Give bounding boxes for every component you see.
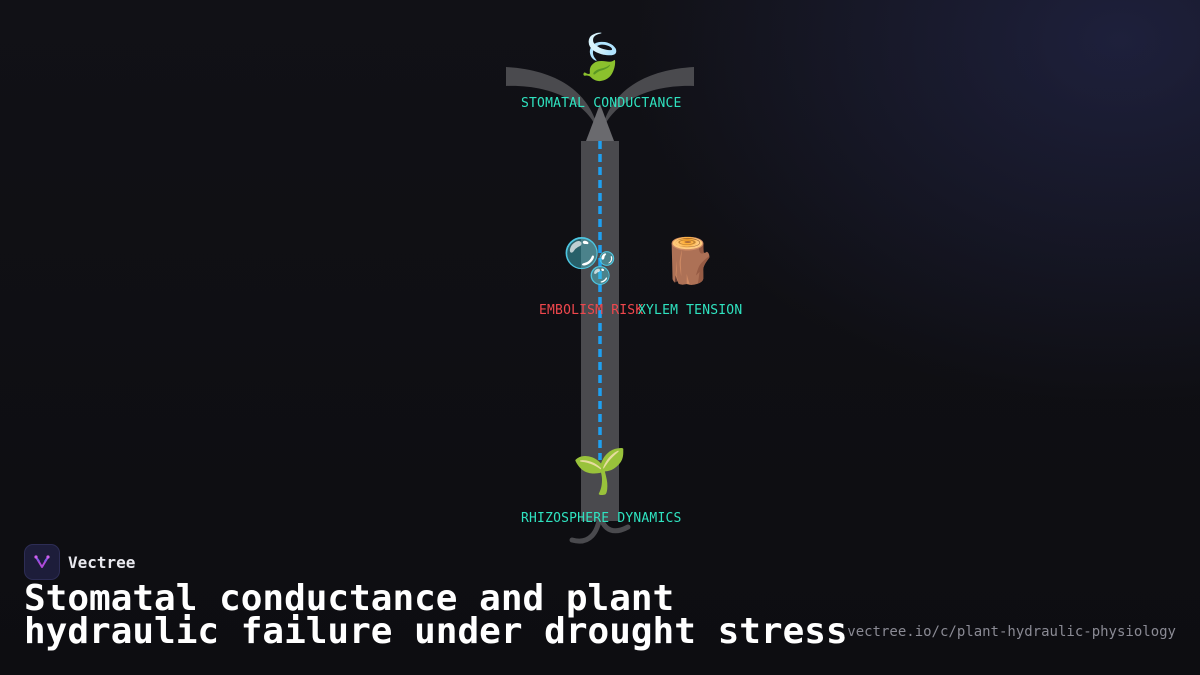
- trunk-fork: [586, 104, 614, 141]
- brand-name: Vectree: [68, 552, 136, 572]
- page-title: Stomatal conductance and plant hydraulic…: [24, 578, 848, 652]
- brand[interactable]: Vectree: [24, 544, 135, 580]
- page-url[interactable]: vectree.io/c/plant-hydraulic-physiology: [847, 624, 1176, 640]
- root-right: [597, 512, 631, 534]
- bubbles-icon: 🫧: [562, 236, 618, 287]
- seedling-icon: 🌱: [572, 446, 628, 497]
- right-branch: [600, 67, 694, 140]
- node-label-stomatal-conductance: STOMATAL CONDUCTANCE: [521, 96, 682, 111]
- node-label-xylem-tension: XYLEM TENSION: [638, 303, 743, 318]
- leaf-fluttering-in-wind-icon: 🍃: [572, 32, 628, 83]
- wood-log-icon: 🪵: [661, 236, 717, 287]
- left-branch: [506, 67, 600, 140]
- node-label-rhizosphere-dynamics: RHIZOSPHERE DYNAMICS: [521, 511, 682, 526]
- vectree-logo-icon: [24, 544, 60, 580]
- node-label-embolism-risk: EMBOLISM RISK: [539, 303, 644, 318]
